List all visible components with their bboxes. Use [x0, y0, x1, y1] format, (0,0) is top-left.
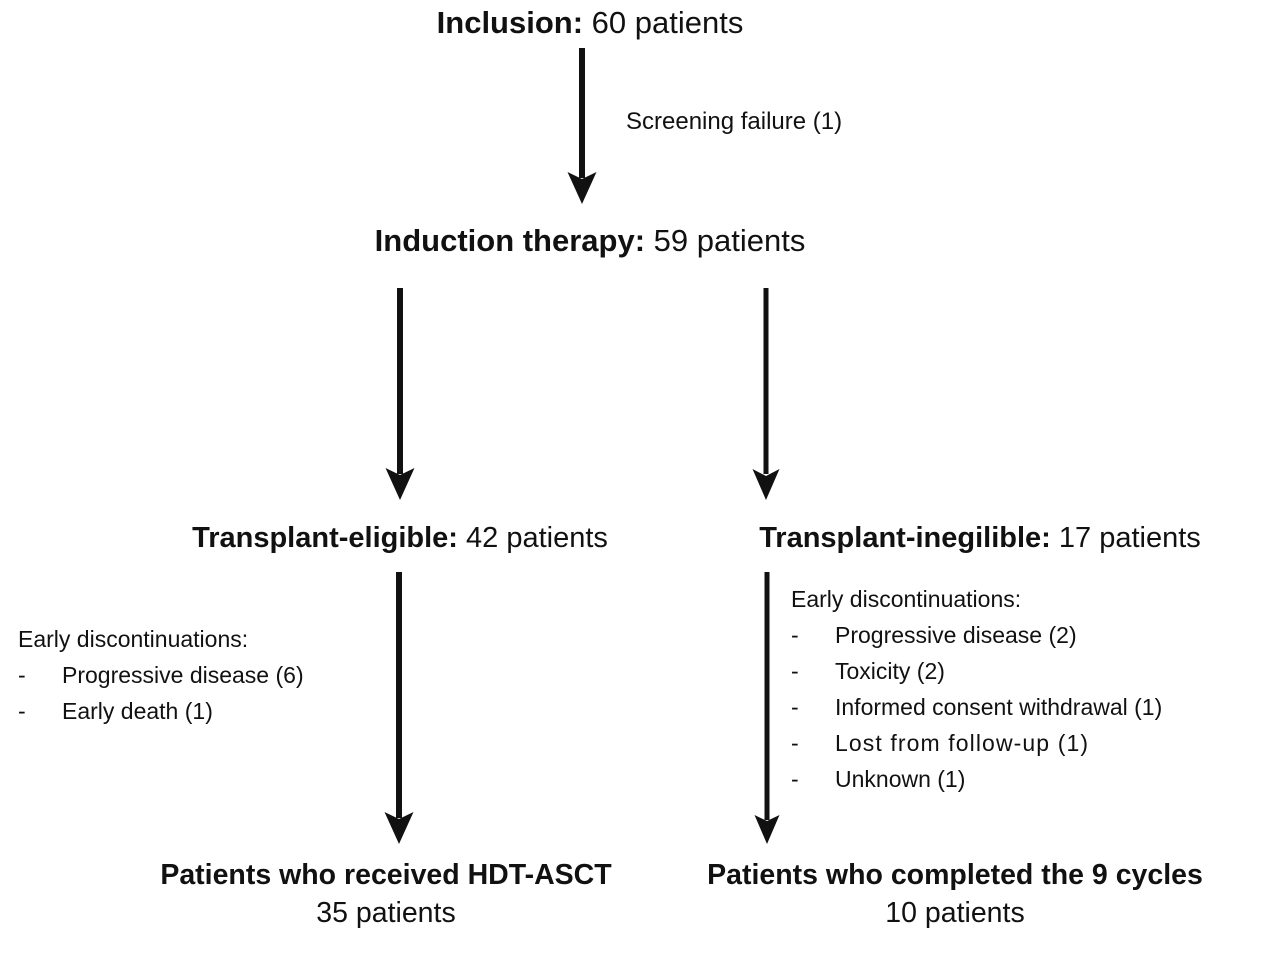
node-hdt-asct: Patients who received HDT-ASCT 35 patien…	[0, 858, 772, 930]
edge-note-screening-failure: Screening failure (1)	[626, 108, 843, 135]
node-inclusion: Inclusion: 60 patients	[0, 5, 1180, 41]
bullet-dash: -	[18, 698, 26, 724]
node-inclusion-label: Inclusion:	[436, 5, 584, 40]
list-item: - Progressive disease (2)	[791, 624, 1162, 647]
list-item: - Toxicity (2)	[791, 660, 1162, 683]
list-item-text: Progressive disease (6)	[62, 662, 304, 688]
discontinuations-right: Early discontinuations: - Progressive dis…	[791, 588, 1162, 804]
bullet-dash: -	[791, 730, 799, 756]
discontinuations-left-heading: Early discontinuations:	[18, 626, 249, 652]
list-item-text: Unknown (1)	[835, 766, 966, 792]
node-induction-label: Induction therapy:	[374, 223, 646, 258]
arrow-induction-to-ineligible	[751, 288, 781, 500]
node-completed-cycles-title: Patients who completed the 9 cycles	[707, 859, 1203, 891]
node-inclusion-value: 60 patients	[591, 5, 744, 40]
node-transplant-ineligible: Transplant-inegilible: 17 patients	[690, 522, 1270, 554]
node-transplant-eligible-label: Transplant-eligible:	[192, 522, 458, 554]
bullet-dash: -	[791, 766, 799, 792]
arrow-inclusion-to-induction	[567, 48, 597, 204]
list-item-text: Lost from follow-up (1)	[835, 730, 1090, 756]
arrow-induction-to-eligible	[385, 288, 415, 500]
list-item: - Unknown (1)	[791, 768, 1162, 791]
node-transplant-ineligible-value: 17 patients	[1058, 522, 1201, 554]
discontinuations-left: Early discontinuations: - Progressive dis…	[18, 628, 304, 736]
node-transplant-ineligible-label: Transplant-inegilible:	[759, 522, 1051, 554]
discontinuations-right-heading: Early discontinuations:	[791, 586, 1022, 612]
node-hdt-asct-title: Patients who received HDT-ASCT	[160, 859, 612, 891]
node-completed-cycles-subtitle: 10 patients	[885, 897, 1025, 930]
node-induction-therapy: Induction therapy: 59 patients	[0, 223, 1180, 259]
bullet-dash: -	[791, 658, 799, 684]
node-transplant-eligible-value: 42 patients	[466, 522, 608, 554]
node-completed-cycles: Patients who completed the 9 cycles 10 p…	[630, 858, 1280, 930]
list-item-text: Toxicity (2)	[835, 658, 945, 684]
arrow-eligible-to-hdt-asct	[384, 572, 414, 844]
bullet-dash: -	[791, 694, 799, 720]
list-item: - Progressive disease (6)	[18, 664, 304, 687]
list-item-text: Informed consent withdrawal (1)	[835, 694, 1163, 720]
list-item: - Lost from follow-up (1)	[791, 732, 1162, 755]
arrow-ineligible-to-completed	[752, 572, 782, 844]
bullet-dash: -	[791, 622, 799, 648]
node-induction-value: 59 patients	[653, 223, 806, 258]
list-item-text: Early death (1)	[62, 698, 213, 724]
list-item: - Informed consent withdrawal (1)	[791, 696, 1162, 719]
node-hdt-asct-subtitle: 35 patients	[316, 897, 456, 930]
list-item: - Early death (1)	[18, 700, 304, 723]
bullet-dash: -	[18, 662, 26, 688]
node-transplant-eligible: Transplant-eligible: 42 patients	[110, 522, 690, 554]
list-item-text: Progressive disease (2)	[835, 622, 1077, 648]
